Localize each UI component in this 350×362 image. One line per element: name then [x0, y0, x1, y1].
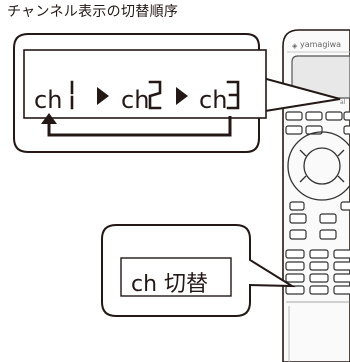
switch-button-label: ch 切替 — [131, 272, 209, 297]
sequence-arrows — [97, 87, 188, 105]
svg-text:al: al — [340, 99, 346, 106]
remote-mid-buttons — [289, 201, 350, 240]
remote-lower-buttons — [285, 249, 350, 295]
return-loop-arrowhead — [41, 113, 57, 124]
diagram-title: チャンネル表示の切替順序 — [7, 4, 179, 20]
brand-logo-icon: ◈ — [292, 42, 298, 50]
display-digits — [70, 80, 240, 110]
switch-button — [120, 257, 232, 297]
ch-label-1: ch — [34, 86, 63, 114]
return-loop-arrow — [47, 116, 232, 137]
ch-label-2: ch — [121, 86, 150, 114]
remote-brand: yamagiwa — [300, 40, 342, 49]
remote-dpad — [287, 131, 350, 201]
remote-top-buttons — [285, 111, 350, 135]
display-frame — [23, 49, 267, 119]
ch-label-3: ch — [199, 86, 228, 114]
